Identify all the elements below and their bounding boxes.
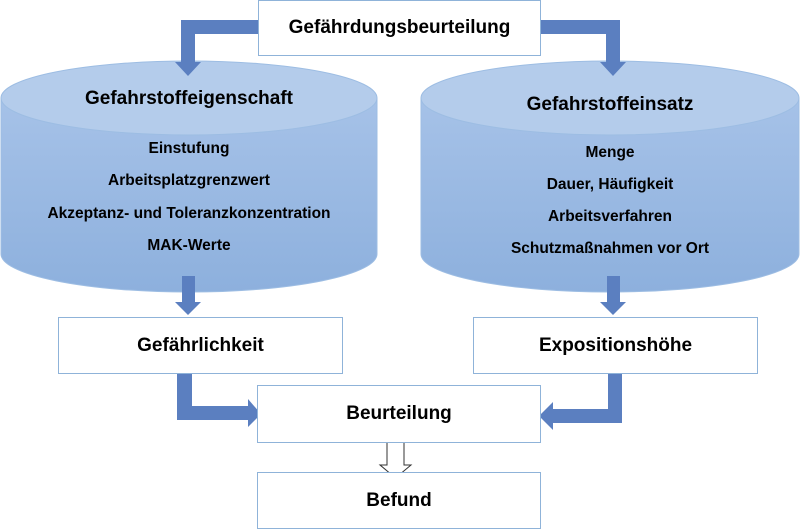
arrow-right-down	[600, 276, 626, 315]
right-cylinder-item: Schutzmaßnahmen vor Ort	[510, 240, 710, 257]
left-cylinder-item: Einstufung	[148, 140, 230, 157]
exposure-level-box: Expositionshöhe	[473, 317, 758, 374]
arrow-top-left	[175, 20, 260, 76]
left-cylinder-title: Gefahrstoffeigenschaft	[85, 88, 293, 109]
risk-assessment-label: Gefährdungsbeurteilung	[288, 17, 511, 38]
hazardousness-label: Gefährlichkeit	[137, 334, 264, 356]
assessment-label: Beurteilung	[346, 403, 452, 424]
left-cylinder-item: Akzeptanz- und Toleranzkonzentration	[47, 205, 331, 222]
right-cylinder-shape	[420, 60, 800, 293]
left-cylinder-item: Arbeitsplatzgrenzwert	[108, 172, 270, 189]
arrow-top-right	[538, 20, 626, 76]
arrow-to-assessment-right	[539, 373, 622, 430]
finding-box: Befund	[257, 472, 541, 529]
right-cylinder-item: Dauer, Häufigkeit	[546, 176, 674, 193]
risk-assessment-box: Gefährdungsbeurteilung	[258, 0, 541, 56]
right-cylinder-title: Gefahrstoffeinsatz	[526, 94, 694, 115]
left-cylinder-item: MAK-Werte	[147, 237, 231, 254]
hazardousness-box: Gefährlichkeit	[58, 317, 343, 374]
exposure-level-label: Expositionshöhe	[538, 334, 693, 356]
arrow-left-down	[175, 276, 201, 315]
right-cylinder-item: Arbeitsverfahren	[547, 208, 673, 225]
right-cylinder-item: Menge	[585, 144, 635, 161]
arrow-to-assessment-left	[177, 373, 261, 427]
finding-label: Befund	[366, 489, 432, 511]
assessment-box: Beurteilung	[257, 385, 541, 443]
